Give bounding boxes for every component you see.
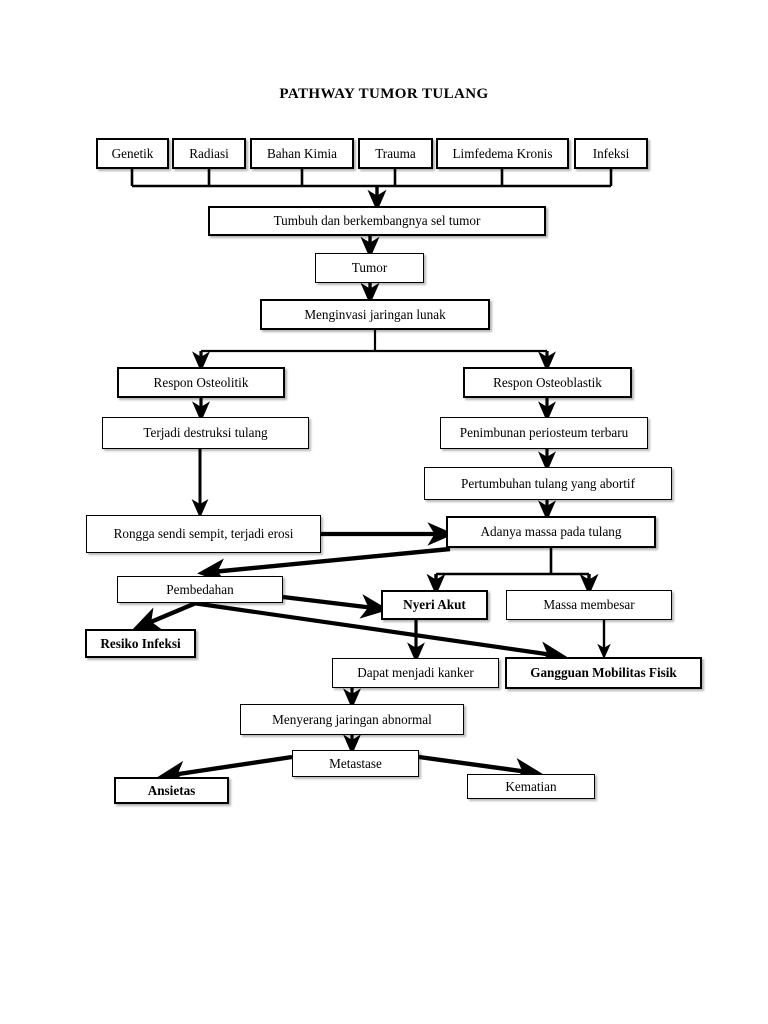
flow-node-label: Respon Osteoblastik — [493, 374, 602, 390]
flow-node-osteoblastik: Respon Osteoblastik — [463, 367, 632, 398]
flow-node-label: Tumbuh dan berkembangnya sel tumor — [273, 213, 481, 229]
flow-node-resiko: Resiko Infeksi — [85, 629, 196, 658]
edge-metastase-ansietas — [157, 754, 293, 786]
flow-node-destruksi: Terjadi destruksi tulang — [102, 417, 309, 449]
flow-node-kematian: Kematian — [467, 774, 595, 799]
flow-node-menyerang: Menyerang jaringan abnormal — [240, 704, 464, 735]
flow-node-label: Kematian — [505, 778, 557, 794]
flow-node-abortif: Pertumbuhan tulang yang abortif — [424, 467, 672, 500]
flow-node-genetik: Genetik — [96, 138, 169, 169]
flow-node-ansietas: Ansietas — [114, 777, 229, 804]
flow-node-label: Rongga sendi sempit, terjadi erosi — [113, 526, 294, 542]
flow-node-osteolitik: Respon Osteolitik — [117, 367, 285, 398]
flow-node-limfedema: Limfedema Kronis — [436, 138, 569, 169]
flow-node-massa_tulang: Adanya massa pada tulang — [446, 516, 656, 548]
flow-node-pembedahan: Pembedahan — [117, 576, 283, 603]
edge-menginvasi-split — [201, 330, 547, 353]
flow-node-periosteum: Penimbunan periosteum terbaru — [440, 417, 648, 449]
flow-node-label: Respon Osteolitik — [153, 374, 249, 390]
flow-node-massa_besar: Massa membesar — [506, 590, 672, 620]
flow-node-metastase: Metastase — [292, 750, 419, 777]
edge-pembedahan-resiko — [132, 600, 197, 631]
flow-node-rongga: Rongga sendi sempit, terjadi erosi — [86, 515, 321, 553]
flow-node-infeksi: Infeksi — [574, 138, 648, 169]
flow-node-label: Massa membesar — [543, 597, 635, 613]
flow-node-label: Metastase — [329, 755, 382, 771]
flow-node-label: Pertumbuhan tulang yang abortif — [461, 475, 635, 491]
flow-node-label: Trauma — [375, 145, 416, 161]
flow-node-label: Gangguan Mobilitas Fisik — [530, 665, 677, 681]
flow-node-label: Resiko Infeksi — [100, 635, 181, 651]
flow-node-tumbuh: Tumbuh dan berkembangnya sel tumor — [208, 206, 546, 236]
flow-node-label: Infeksi — [592, 145, 630, 161]
flow-node-label: Penimbunan periosteum terbaru — [459, 425, 629, 441]
flow-node-label: Limfedema Kronis — [452, 145, 553, 161]
flow-node-label: Menyerang jaringan abnormal — [272, 711, 432, 727]
edge-pembedahan-mobilitas — [192, 600, 568, 665]
page-title: PATHWAY TUMOR TULANG — [279, 86, 489, 102]
flow-node-label: Pembedahan — [166, 581, 234, 597]
flow-node-label: Menginvasi jaringan lunak — [304, 306, 446, 322]
flow-node-label: Nyeri Akut — [403, 597, 466, 613]
flow-node-label: Bahan Kimia — [267, 145, 337, 161]
flow-node-nyeri_akut: Nyeri Akut — [381, 590, 488, 620]
flow-node-radiasi: Radiasi — [172, 138, 246, 169]
flow-node-bahan_kimia: Bahan Kimia — [250, 138, 354, 169]
flow-node-label: Genetik — [111, 145, 154, 161]
edge-bus-risk-factors — [130, 169, 613, 188]
flow-node-tumor: Tumor — [315, 253, 424, 283]
edge-massa-split — [436, 548, 589, 576]
flow-node-menginvasi: Menginvasi jaringan lunak — [260, 299, 490, 330]
flow-node-kanker: Dapat menjadi kanker — [332, 658, 499, 688]
flow-node-label: Tumor — [351, 260, 388, 276]
flow-node-label: Radiasi — [189, 145, 229, 161]
flow-node-trauma: Trauma — [358, 138, 433, 169]
flow-node-label: Terjadi destruksi tulang — [143, 425, 268, 441]
flow-node-label: Dapat menjadi kanker — [357, 665, 474, 681]
flow-node-label: Ansietas — [147, 782, 196, 798]
flow-node-mobilitas: Gangguan Mobilitas Fisik — [505, 657, 702, 689]
edge-pembedahan-nyeri — [282, 594, 389, 619]
edge-metastase-kematian — [418, 754, 543, 783]
flow-node-label: Adanya massa pada tulang — [480, 524, 622, 540]
